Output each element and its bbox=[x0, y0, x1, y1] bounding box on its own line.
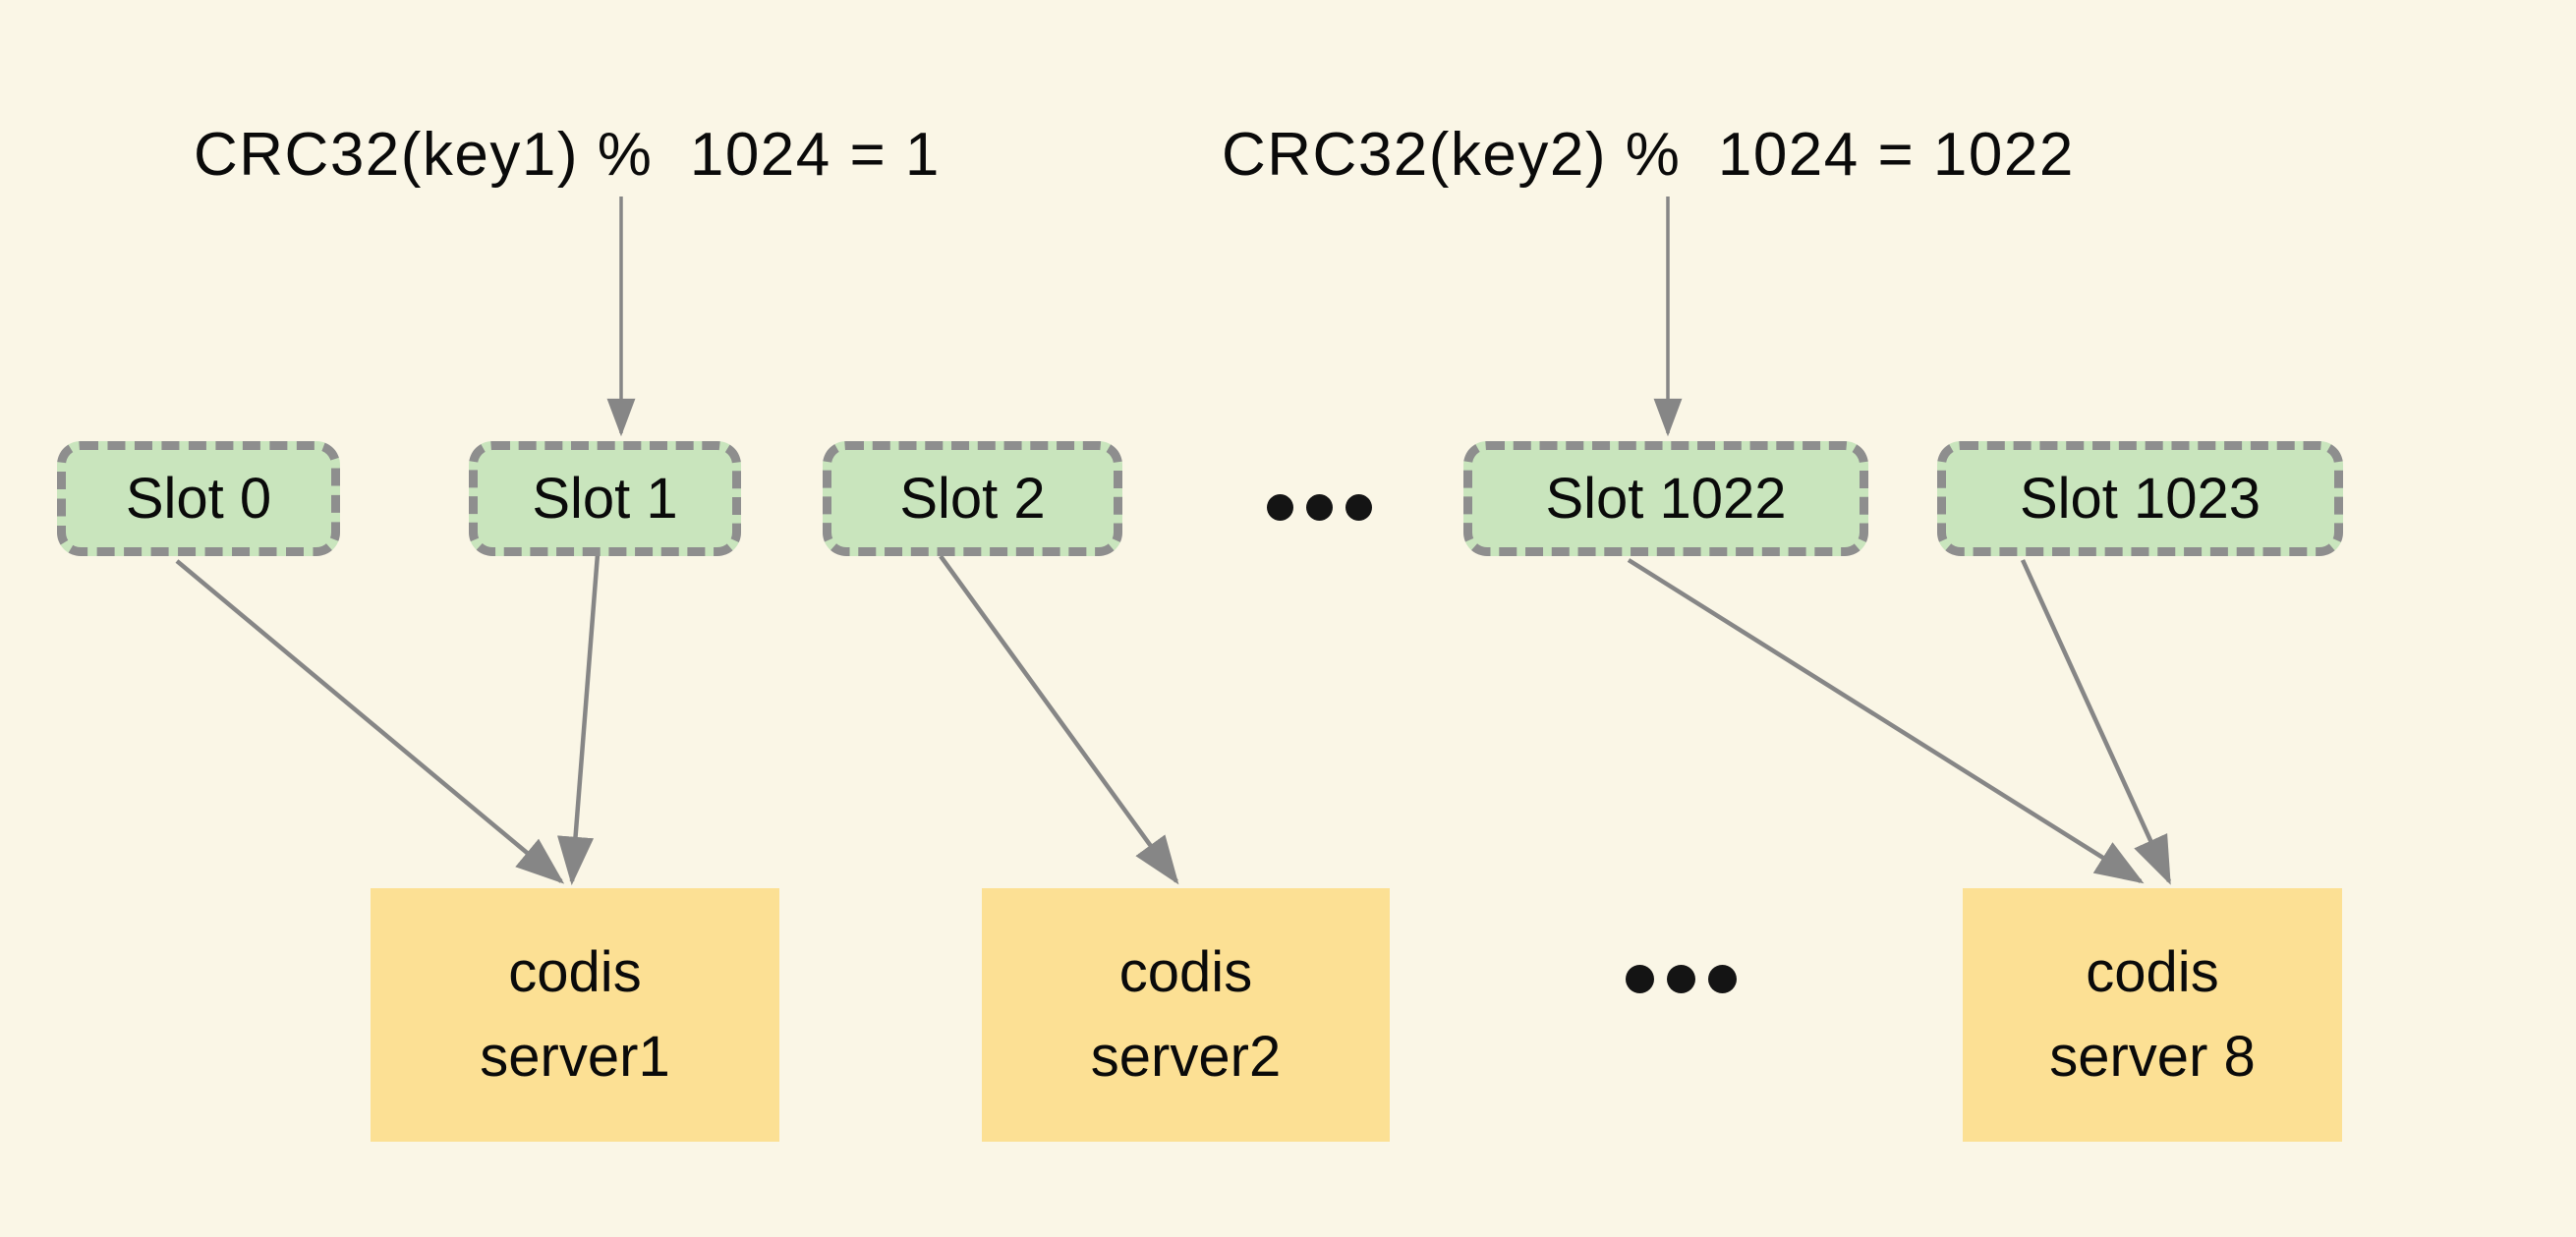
slot-box-2: Slot 2 bbox=[823, 441, 1122, 556]
server-label-line1: codis bbox=[1118, 940, 1253, 1005]
arrow-slot1-to-server1 bbox=[557, 553, 601, 886]
dot-icon bbox=[1345, 494, 1372, 521]
dot-icon bbox=[1708, 965, 1737, 993]
dot-icon bbox=[1306, 494, 1333, 521]
dot-icon bbox=[1267, 494, 1293, 521]
arrow-slot2-to-server2 bbox=[939, 554, 1179, 885]
server-box-1: codis server1 bbox=[371, 888, 779, 1142]
dot-icon bbox=[1667, 965, 1695, 993]
slot-box-1: Slot 1 bbox=[469, 441, 741, 556]
server-row-ellipsis-icon bbox=[1626, 965, 1737, 993]
slot-label-1022: Slot 1022 bbox=[1545, 467, 1787, 531]
arrow-slot1023-to-server8 bbox=[2020, 559, 2172, 885]
crc-formula-key1: CRC32(key1) % 1024 = 1 bbox=[194, 121, 941, 189]
slot-label-2: Slot 2 bbox=[899, 467, 1046, 531]
crc-formula-key2: CRC32(key2) % 1024 = 1022 bbox=[1222, 121, 2075, 189]
server-box-8: codis server 8 bbox=[1963, 888, 2342, 1142]
slot-box-1022: Slot 1022 bbox=[1463, 441, 1868, 556]
server-label-line2: server 8 bbox=[2049, 1025, 2256, 1089]
slot-label-1023: Slot 1023 bbox=[2019, 467, 2261, 531]
slot-label-0: Slot 0 bbox=[125, 467, 272, 531]
server-label-line1: codis bbox=[508, 940, 642, 1005]
dot-icon bbox=[1626, 965, 1654, 993]
slot-label-1: Slot 1 bbox=[532, 467, 678, 531]
server-label-line2: server2 bbox=[1090, 1025, 1282, 1089]
arrow-slot1022-to-server8 bbox=[1627, 558, 2145, 884]
slot-box-1023: Slot 1023 bbox=[1937, 441, 2343, 556]
server-label-line2: server1 bbox=[480, 1025, 670, 1089]
server-label-line1: codis bbox=[2086, 940, 2219, 1005]
slot-row-ellipsis-icon bbox=[1267, 494, 1372, 521]
arrow-slot0-to-server1 bbox=[175, 559, 565, 884]
slot-box-0: Slot 0 bbox=[57, 441, 340, 556]
server-box-2: codis server2 bbox=[982, 888, 1390, 1142]
